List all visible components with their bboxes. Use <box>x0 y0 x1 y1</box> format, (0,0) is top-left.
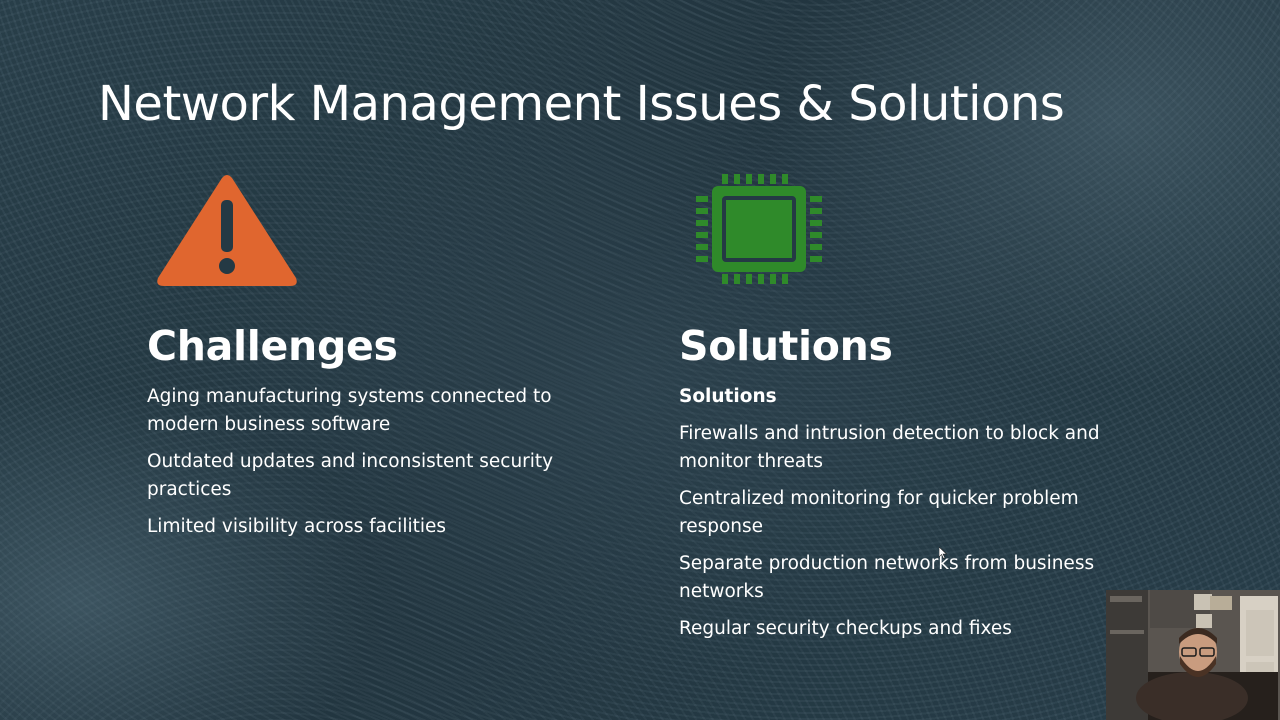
solutions-subheading: Solutions <box>679 386 777 407</box>
challenge-item: Aging manufacturing systems connected to… <box>147 386 552 435</box>
challenge-item: Limited visibility across facilities <box>147 516 447 537</box>
mouse-pointer-icon <box>939 547 947 559</box>
solution-item: Firewalls and intrusion detection to blo… <box>679 423 1100 472</box>
challenges-list: Aging manufacturing systems connected to… <box>147 383 597 550</box>
challenge-item: Outdated updates and inconsistent securi… <box>147 451 554 500</box>
slide-title: Network Management Issues & Solutions <box>98 76 1065 132</box>
challenges-heading: Challenges <box>147 322 398 370</box>
presenter-video-icon <box>1106 590 1280 720</box>
solution-item: Regular security checkups and fixes <box>679 618 1012 639</box>
solutions-list: Solutions Firewalls and intrusion detect… <box>679 383 1139 652</box>
solution-item: Separate production networks from busine… <box>679 553 1095 602</box>
processor-chip-icon <box>696 174 822 284</box>
solutions-heading: Solutions <box>679 322 893 370</box>
solution-item: Centralized monitoring for quicker probl… <box>679 488 1079 537</box>
warning-triangle-icon <box>157 175 297 286</box>
presenter-webcam-overlay <box>1106 590 1280 720</box>
